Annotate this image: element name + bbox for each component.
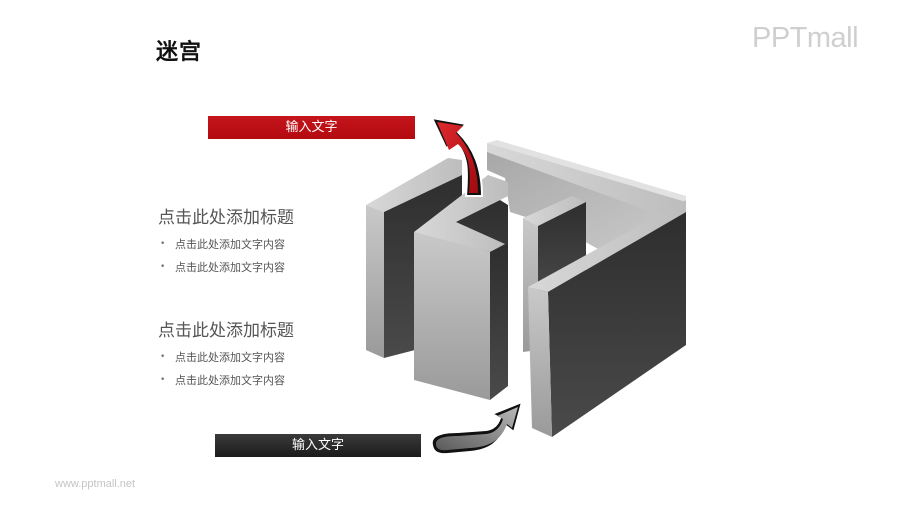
- bullet-item[interactable]: • 点击此处添加文字内容: [158, 233, 294, 256]
- bullet-item[interactable]: • 点击此处添加文字内容: [158, 256, 294, 279]
- bullet-text: 点击此处添加文字内容: [175, 238, 285, 251]
- entry-arrow-icon: [430, 400, 524, 456]
- bullet-dot-icon: •: [160, 239, 166, 249]
- text-section-2: 点击此处添加标题 • 点击此处添加文字内容 • 点击此处添加文字内容: [158, 320, 294, 392]
- maze-front-right-wall: [528, 200, 686, 437]
- maze-middle-wall: [414, 175, 508, 400]
- bullet-item[interactable]: • 点击此处添加文字内容: [158, 369, 294, 392]
- bullet-item[interactable]: • 点击此处添加文字内容: [158, 346, 294, 369]
- exit-arrow-icon: [430, 116, 484, 197]
- bullet-text: 点击此处添加文字内容: [175, 351, 285, 364]
- exit-label-box[interactable]: 输入文字: [208, 116, 415, 139]
- text-section-1: 点击此处添加标题 • 点击此处添加文字内容 • 点击此处添加文字内容: [158, 207, 294, 279]
- section-heading[interactable]: 点击此处添加标题: [158, 208, 294, 228]
- bullet-dot-icon: •: [160, 352, 166, 362]
- bullet-text: 点击此处添加文字内容: [175, 261, 285, 274]
- bullet-dot-icon: •: [160, 262, 166, 272]
- bullet-dot-icon: •: [160, 375, 166, 385]
- pptmall-logo: PPTmall: [752, 22, 859, 54]
- bullet-list: • 点击此处添加文字内容 • 点击此处添加文字内容: [158, 233, 294, 279]
- bullet-list: • 点击此处添加文字内容 • 点击此处添加文字内容: [158, 346, 294, 392]
- entry-label-box[interactable]: 输入文字: [215, 434, 421, 457]
- slide-title: 迷宫: [156, 40, 203, 65]
- footer-url[interactable]: www.pptmall.net: [55, 478, 136, 490]
- section-heading[interactable]: 点击此处添加标题: [158, 321, 294, 341]
- bullet-text: 点击此处添加文字内容: [175, 374, 285, 387]
